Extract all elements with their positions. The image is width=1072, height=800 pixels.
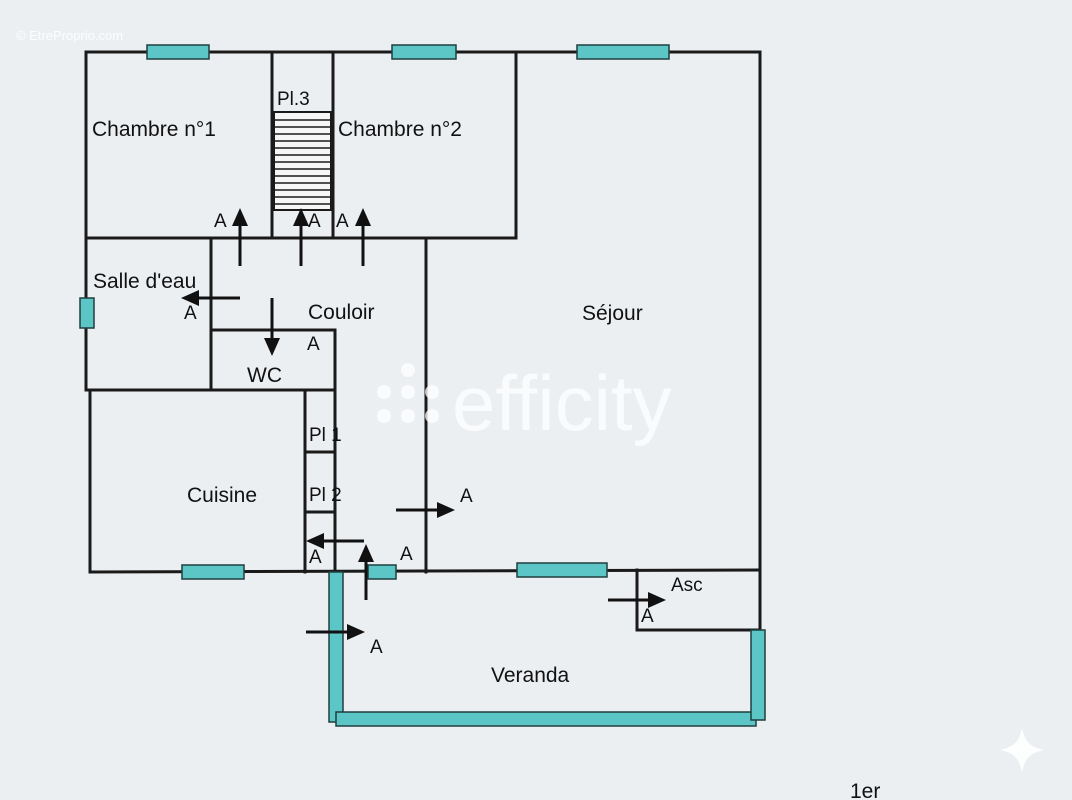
room-couloir: Couloir <box>308 301 375 324</box>
room-pl3: Pl.3 <box>277 89 310 110</box>
room-pl2: Pl 2 <box>309 485 342 506</box>
door-arrow-icon <box>355 208 371 266</box>
source-watermark: © EtreProprio.com <box>16 28 123 43</box>
room-sejour: Séjour <box>582 302 643 325</box>
door-labels: A A A A A A A A A A <box>184 211 654 658</box>
veranda-glazing <box>335 711 757 727</box>
window <box>391 44 457 60</box>
veranda-glazing <box>328 571 344 723</box>
door-arrow-icon <box>181 290 240 306</box>
window <box>367 564 397 580</box>
door-arrow-icon <box>264 298 280 356</box>
door-marker: A <box>400 544 413 565</box>
window <box>79 297 95 329</box>
window <box>516 562 608 578</box>
veranda-glazing <box>750 629 766 721</box>
door-arrow-icon <box>608 592 666 608</box>
door-arrow-icon <box>358 544 374 600</box>
window <box>181 564 245 580</box>
room-chambre-2: Chambre n°2 <box>338 118 462 141</box>
door-arrow-icon <box>306 533 364 549</box>
door-arrows <box>181 208 666 640</box>
door-marker: A <box>336 211 349 232</box>
door-marker: A <box>308 211 321 232</box>
room-salle-deau: Salle d'eau <box>93 270 196 293</box>
room-labels: Chambre n°1 Pl.3 Chambre n°2 Salle d'eau… <box>92 89 703 687</box>
door-marker: A <box>460 486 473 507</box>
door-arrow-icon <box>306 624 365 640</box>
efficity-logo-icon <box>377 363 439 423</box>
window <box>576 44 670 60</box>
door-marker: A <box>309 547 322 568</box>
sparkle-icon <box>1000 728 1044 772</box>
room-pl1: Pl 1 <box>309 425 342 446</box>
door-marker: A <box>641 606 654 627</box>
room-chambre-1: Chambre n°1 <box>92 118 216 141</box>
door-marker: A <box>214 211 227 232</box>
floor-label: 1er <box>850 780 880 800</box>
stairs-icon <box>273 111 332 211</box>
door-arrow-icon <box>396 502 455 518</box>
room-cuisine: Cuisine <box>187 484 257 507</box>
door-marker: A <box>184 303 197 324</box>
room-veranda: Veranda <box>491 664 570 687</box>
door-arrow-icon <box>293 208 309 266</box>
watermark-text: efficity <box>452 359 672 447</box>
room-asc: Asc <box>671 575 703 596</box>
window <box>146 44 210 60</box>
door-marker: A <box>307 334 320 355</box>
walls <box>84 50 762 632</box>
door-marker: A <box>370 637 383 658</box>
windows <box>79 44 766 727</box>
efficity-watermark: efficity <box>377 359 672 447</box>
room-wc: WC <box>247 364 282 387</box>
door-arrow-icon <box>232 208 248 266</box>
